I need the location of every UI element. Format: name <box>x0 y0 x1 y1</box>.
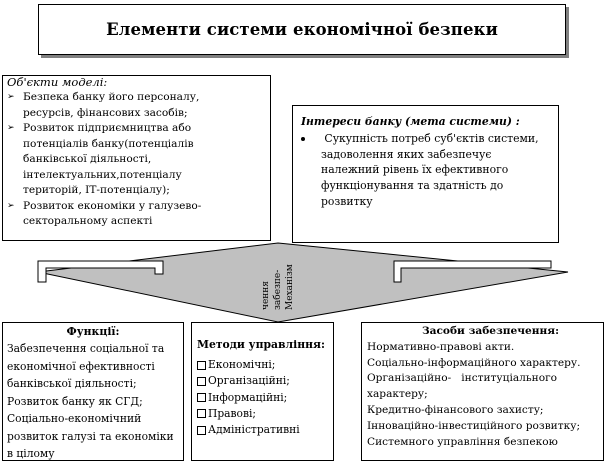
checkbox-icon <box>197 360 206 370</box>
title-box: Елементи системи економічної безпеки <box>38 4 566 55</box>
functions-box: Функції: Забезпечення соціальної та екон… <box>2 322 184 461</box>
checkbox-icon <box>197 425 206 435</box>
means-line: Кредитно-фінансового захисту; <box>367 403 544 416</box>
interests-body: Сукупність потреб суб'єктів системи, зад… <box>297 131 554 210</box>
mechanism-line-2: забезпе- <box>272 269 283 310</box>
functions-line: Забезпечення соціальної та <box>7 342 165 355</box>
arrow-bullet-icon: ➢ <box>7 92 15 102</box>
mechanism-line-1: Механізм <box>284 264 295 310</box>
objects-list: ➢ Безпека банку його персоналу, ресурсів… <box>7 90 266 230</box>
interests-box: Інтереси банку (мета системи) : Сукупніс… <box>292 105 559 243</box>
means-line: Соціально-інформаційного характеру. <box>367 356 581 369</box>
functions-line: банківської діяльності; <box>7 377 137 390</box>
means-line: Нормативно-правові акти. <box>367 340 515 353</box>
methods-heading: Методи управління: <box>197 338 326 351</box>
right-connector-arrow <box>393 260 552 283</box>
list-item: Організаційні; <box>197 373 328 389</box>
list-item: Інформаційні; <box>197 390 328 406</box>
functions-line: економічної ефективності <box>7 359 155 373</box>
functions-heading: Функції: <box>66 325 120 338</box>
means-heading: Засоби забезпечення: <box>421 325 560 337</box>
objects-heading: Об'єкти моделі: <box>7 75 108 89</box>
objects-box: Об'єкти моделі: ➢ Безпека банку його пер… <box>2 75 271 241</box>
checkbox-icon <box>197 393 206 403</box>
methods-box: Методи управління: Економічні; Організац… <box>191 322 334 461</box>
list-item: ➢ Безпека банку його персоналу, ресурсів… <box>7 91 200 119</box>
interests-heading: Інтереси банку (мета системи) : <box>301 115 520 128</box>
checkbox-icon <box>197 409 206 419</box>
list-item: Економічні; <box>197 357 328 373</box>
mechanism-label: Механізм забезпе- чення <box>248 250 308 310</box>
means-box: Засоби забезпечення: Нормативно-правові … <box>361 322 604 461</box>
means-line: Організаційно- інституціального <box>367 372 558 385</box>
arrow-bullet-icon: ➢ <box>7 200 15 211</box>
list-item: Правові; <box>197 406 328 422</box>
left-connector-arrow <box>37 260 164 283</box>
checkbox-icon <box>197 377 206 386</box>
mechanism-line-3: чення <box>260 281 271 310</box>
means-line: Інноваційно-інвестиційного розвитку; <box>367 419 581 432</box>
bullet-dot-icon <box>301 136 305 141</box>
functions-line: в цілому <box>7 447 55 460</box>
arrow-bullet-icon: ➢ <box>7 123 15 133</box>
diagram-title: Елементи системи економічної безпеки <box>106 20 498 39</box>
functions-line: Соціально-економічний <box>7 412 142 425</box>
list-item: Адміністративні <box>197 422 328 438</box>
functions-line: розвиток галузі та економіки <box>7 429 174 443</box>
functions-line: Розвиток банку як СГД; <box>7 394 143 408</box>
means-line: характеру; <box>367 388 428 401</box>
means-line: Системного управління безпекою <box>367 435 558 448</box>
list-item: ➢ Розвиток підприємництва або потенціалі… <box>7 122 194 196</box>
list-item: ➢ Розвиток економіки у галузево- сектора… <box>7 199 202 228</box>
